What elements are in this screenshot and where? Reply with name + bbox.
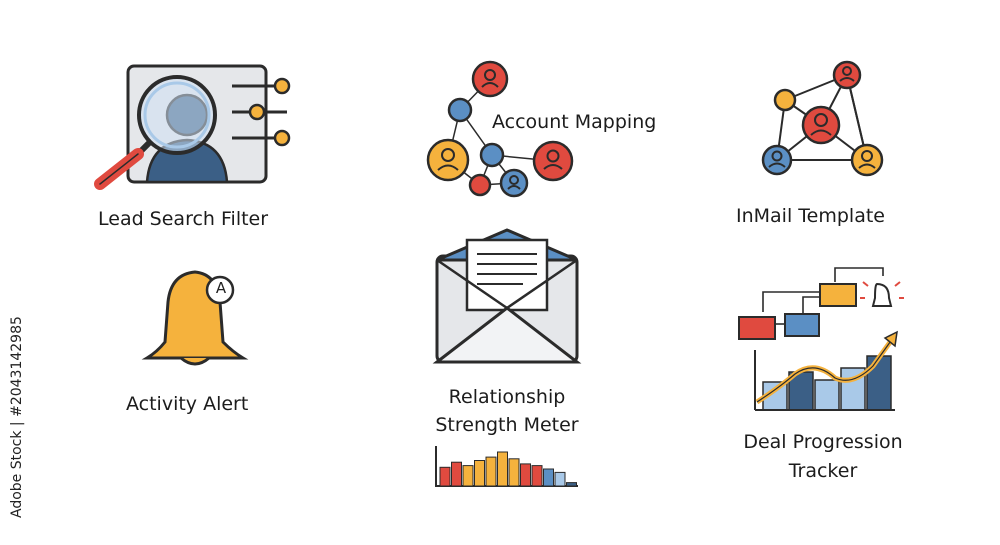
- lead-search-filter-icon: [94, 64, 291, 190]
- deal-progression-label-line1: Deal Progression: [743, 431, 903, 453]
- account-mapping-label: Account Mapping: [492, 111, 657, 133]
- deal-progression-tracker-icon: [738, 267, 904, 411]
- relationship-strength-label-line2: Strength Meter: [435, 414, 579, 436]
- meter-bar: [508, 458, 520, 487]
- meter-bar: [543, 468, 554, 487]
- meter-bar: [554, 471, 566, 487]
- strength-meter-chart: [435, 446, 578, 487]
- meter-bar: [485, 456, 497, 487]
- meter-bar: [439, 466, 451, 487]
- meter-bar: [474, 460, 485, 487]
- meter-bar: [531, 465, 543, 487]
- meter-bar: [520, 463, 531, 487]
- lead-search-filter-label: Lead Search Filter: [98, 208, 269, 230]
- meter-bar: [462, 465, 474, 487]
- inmail-template-label: InMail Template: [736, 205, 885, 227]
- meter-bar: [451, 461, 462, 487]
- meter-bar: [566, 482, 577, 487]
- activity-alert-label: Activity Alert: [126, 393, 249, 415]
- deal-progression-label-line2: Tracker: [788, 460, 858, 482]
- activity-alert-bell-icon: [141, 270, 249, 366]
- envelope-icon: [432, 228, 582, 364]
- stock-id-text: Adobe Stock | #2043142985: [9, 316, 25, 519]
- alert-badge-text: A: [215, 279, 227, 297]
- relationship-strength-label-line1: Relationship: [448, 386, 566, 408]
- meter-bar: [497, 451, 508, 487]
- inmail-template-icon: [761, 60, 884, 177]
- account-mapping-icon: [426, 60, 574, 198]
